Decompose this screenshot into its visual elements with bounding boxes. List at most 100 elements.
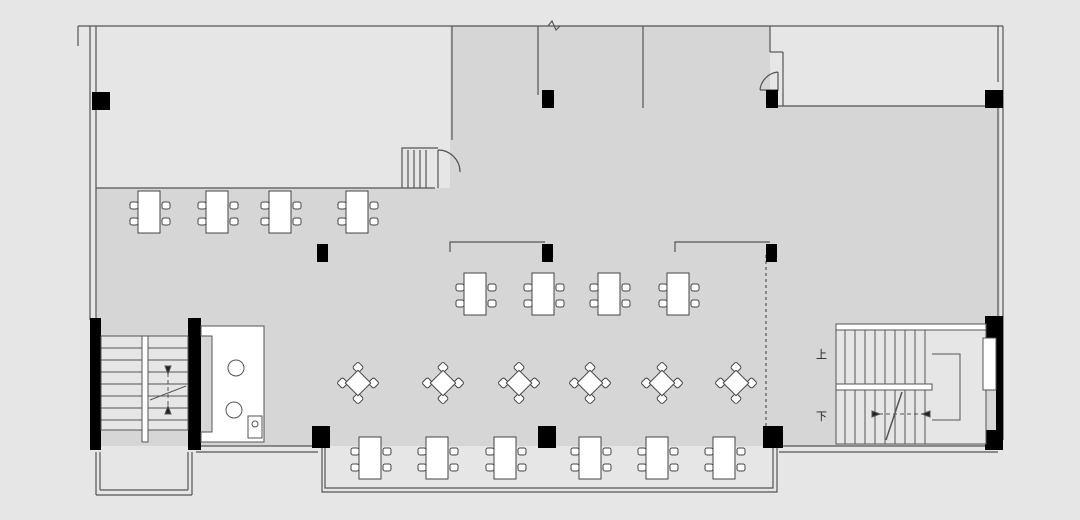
chair [584,362,596,373]
table [576,369,604,397]
rect-table-set [485,436,527,480]
chair [555,283,565,292]
chair [369,201,379,210]
chair [260,201,270,210]
table [645,436,669,480]
chair [690,283,700,292]
rect-table-set [704,436,746,480]
chair [229,201,239,210]
table [493,436,517,480]
chair [449,463,459,472]
chair [658,299,668,308]
rect-table-set [658,272,700,316]
chair [672,377,683,389]
table [648,369,676,397]
rect-table-set [637,436,679,480]
square-table-set [337,362,379,404]
rect-table-set [197,190,239,234]
stair-down-label: 下 [816,410,827,423]
chair [555,299,565,308]
chair [656,393,668,404]
chair [197,201,207,210]
square-table-set [422,362,464,404]
chair [449,447,459,456]
table [722,369,750,397]
chair [736,447,746,456]
chair [584,393,596,404]
chair [129,217,139,226]
square-table-set [569,362,611,404]
chair [487,299,497,308]
chair [637,463,647,472]
rectangular-dining-tables [129,190,746,480]
chair [129,201,139,210]
chair [161,201,171,210]
chair [658,283,668,292]
chair [656,362,668,373]
chair [498,377,509,389]
chair [292,217,302,226]
rect-table-set [570,436,612,480]
rect-table-set [589,272,631,316]
chair [517,463,527,472]
columns [90,90,1003,450]
table [205,190,229,234]
chair [455,299,465,308]
chair [589,299,599,308]
chair [417,447,427,456]
chair [337,201,347,210]
table [463,272,487,316]
square-table-set [498,362,540,404]
table [578,436,602,480]
chair [715,377,726,389]
chair [382,447,392,456]
table [137,190,161,234]
chair [422,377,433,389]
table [429,369,457,397]
rect-table-set [350,436,392,480]
chair [260,217,270,226]
chair [602,447,612,456]
chair [621,299,631,308]
chair [569,377,580,389]
chair [523,299,533,308]
chair [736,463,746,472]
chair [621,283,631,292]
chair [513,393,525,404]
square-dining-tables [337,362,757,404]
chair [369,217,379,226]
chair [570,463,580,472]
rect-table-set [523,272,565,316]
chair [730,362,742,373]
chair [602,463,612,472]
chair [437,393,449,404]
chair [292,201,302,210]
chair [690,299,700,308]
chair [704,463,714,472]
chair [600,377,611,389]
chair [350,447,360,456]
chair [337,217,347,226]
chair [352,362,364,373]
table [531,272,555,316]
chair [229,217,239,226]
table [344,369,372,397]
rect-table-set [337,190,379,234]
chair [197,217,207,226]
chair [669,463,679,472]
rect-table-set [455,272,497,316]
table [666,272,690,316]
chair [437,362,449,373]
chair [746,377,757,389]
chair [337,377,348,389]
chair [570,447,580,456]
chair [382,463,392,472]
chair [417,463,427,472]
chair [517,447,527,456]
stair-up-label: 上 [816,348,827,361]
table [268,190,292,234]
bar-counter [200,325,265,443]
chair [704,447,714,456]
table [358,436,382,480]
